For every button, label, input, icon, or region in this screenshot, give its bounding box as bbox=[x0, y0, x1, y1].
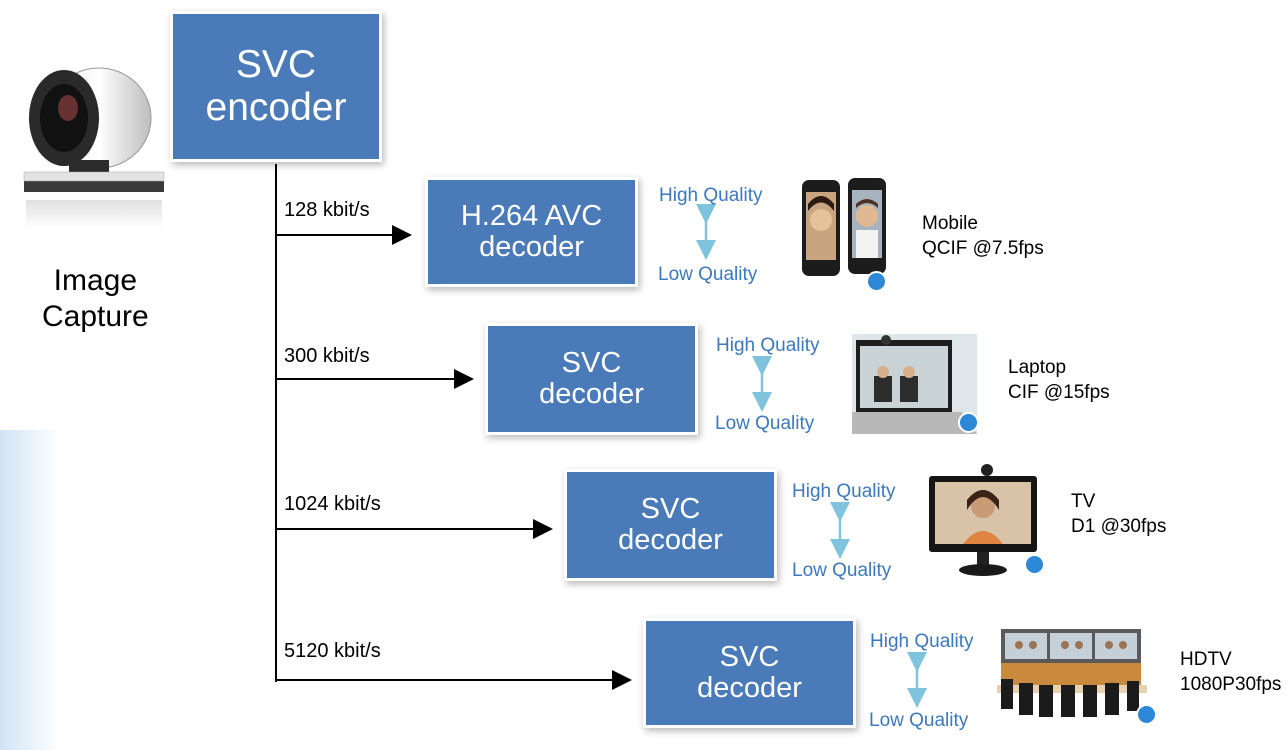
low-quality-label-1: Low Quality bbox=[658, 264, 758, 285]
svc-encoder-box: SVC encoder bbox=[173, 14, 379, 159]
hdtv-room-icon bbox=[997, 629, 1147, 717]
device-name: HDTV bbox=[1180, 649, 1232, 670]
decoder-1-line1: H.264 AVC bbox=[460, 199, 603, 232]
rate-label-4: 5120 kbit/s bbox=[284, 640, 381, 662]
encoder-line2: encoder bbox=[205, 85, 347, 129]
high-quality-label-2: High Quality bbox=[716, 335, 820, 356]
device-label-laptop: Laptop CIF @15fps bbox=[1008, 356, 1110, 405]
high-quality-label-3: High Quality bbox=[792, 481, 896, 502]
low-quality-label-2: Low Quality bbox=[715, 413, 815, 434]
refresh-badge-icon bbox=[1136, 704, 1157, 725]
svc-decoder-box-4: SVC decoder bbox=[646, 621, 853, 725]
rate-label-3: 1024 kbit/s bbox=[284, 493, 381, 515]
low-quality-label-4: Low Quality bbox=[869, 710, 969, 731]
device-format: 1080P30fps bbox=[1180, 673, 1282, 695]
low-quality-label-3: Low Quality bbox=[792, 560, 892, 581]
high-quality-label-1: High Quality bbox=[659, 185, 763, 206]
decoder-3-line2: decoder bbox=[618, 524, 723, 556]
svc-decoder-box-2: SVC decoder bbox=[488, 326, 695, 432]
camera-icon bbox=[23, 67, 165, 228]
decoder-3-line1: SVC bbox=[640, 492, 701, 525]
rate-label-1: 128 kbit/s bbox=[284, 199, 370, 221]
capture-label-line2: Capture bbox=[42, 300, 149, 333]
trunk-line bbox=[275, 164, 277, 682]
mobile-phones-icon bbox=[802, 178, 886, 276]
background-glow bbox=[0, 430, 60, 750]
high-quality-label-4: High Quality bbox=[870, 631, 974, 652]
decoder-4-line1: SVC bbox=[719, 640, 780, 673]
encoder-line1: SVC bbox=[235, 43, 317, 87]
decoder-1-line2: decoder bbox=[479, 231, 584, 263]
device-name: Laptop bbox=[1008, 357, 1067, 378]
laptop-icon bbox=[852, 334, 977, 434]
device-label-hdtv: HDTV 1080P30fps bbox=[1180, 648, 1281, 697]
capture-label-line1: Image bbox=[53, 264, 138, 297]
svc-decoder-box-3: SVC decoder bbox=[567, 472, 774, 578]
decoder-4-line2: decoder bbox=[697, 672, 802, 704]
decoder-2-line2: decoder bbox=[539, 378, 644, 410]
refresh-badge-icon bbox=[866, 271, 887, 292]
device-name: TV bbox=[1071, 491, 1096, 512]
device-label-tv: TV D1 @30fps bbox=[1071, 490, 1166, 539]
device-format: QCIF @7.5fps bbox=[922, 237, 1044, 259]
device-name: Mobile bbox=[922, 213, 978, 234]
device-format: CIF @15fps bbox=[1008, 381, 1110, 403]
refresh-badge-icon bbox=[958, 412, 979, 433]
rate-label-2: 300 kbit/s bbox=[284, 345, 370, 367]
decoder-2-line1: SVC bbox=[561, 346, 622, 379]
h264-avc-decoder-box: H.264 AVC decoder bbox=[428, 180, 635, 284]
refresh-badge-icon bbox=[1024, 554, 1045, 575]
tv-icon bbox=[929, 464, 1037, 576]
device-format: D1 @30fps bbox=[1071, 515, 1167, 537]
device-label-mobile: Mobile QCIF @7.5fps bbox=[922, 212, 1044, 261]
image-capture-label: Image Capture bbox=[42, 263, 149, 335]
